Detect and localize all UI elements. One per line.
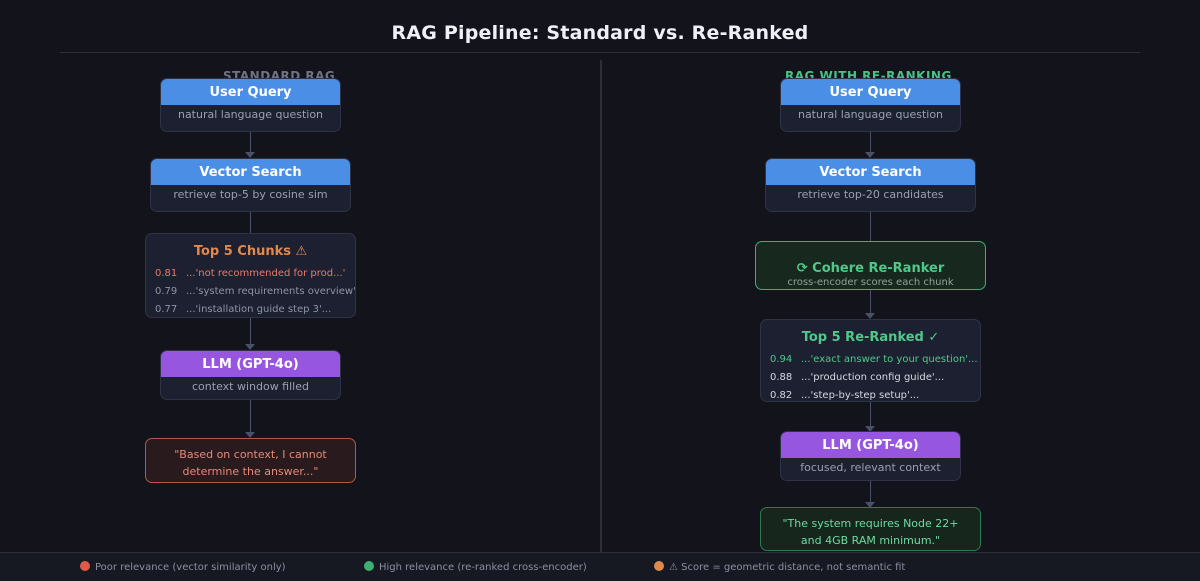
chunk-score: 0.81 <box>155 268 178 279</box>
chunk-text: ...'system requirements overview'... <box>186 286 355 297</box>
legend-label: Poor relevance (vector similarity only) <box>95 562 286 573</box>
legend-item-poor: Poor relevance (vector similarity only) <box>80 561 286 573</box>
standard-user-query-node: User Query natural language question <box>160 78 341 132</box>
reranked-user-query-node: User Query natural language question <box>780 78 961 132</box>
standard-vector-search-node: Vector Search retrieve top-5 by cosine s… <box>150 158 351 212</box>
reranked-answer-line1: "The system requires Node 22+ <box>782 517 959 530</box>
standard-user-query-sub: natural language question <box>177 108 324 121</box>
reranker-sub: cross-encoder scores each chunk <box>787 277 954 288</box>
reranked-user-query-sub: natural language question <box>797 108 944 121</box>
chunk-row: 0.94 ...'exact answer to your question'..… <box>761 351 980 369</box>
legend-bar: Poor relevance (vector similarity only) … <box>0 552 1200 581</box>
chunk-score: 0.94 <box>770 354 793 365</box>
connector <box>250 132 251 152</box>
chunk-text: ...'exact answer to your question'... <box>801 354 978 365</box>
standard-llm-title: LLM (GPT-4o) <box>161 351 340 377</box>
reranked-vector-search-title: Vector Search <box>766 159 975 185</box>
legend-label: ⚠ Score = geometric distance, not semant… <box>669 562 906 573</box>
reranker-title: ⟳ Cohere Re-Ranker <box>796 261 945 276</box>
standard-user-query-title: User Query <box>161 79 340 105</box>
standard-top-chunks-panel: Top 5 Chunks ⚠ 0.81 ...'not recommended f… <box>145 233 356 318</box>
reranked-llm-sub: focused, relevant context <box>800 461 941 474</box>
arrow-down-icon <box>865 426 875 432</box>
connector <box>250 400 251 432</box>
arrow-down-icon <box>245 152 255 158</box>
reranked-chunks-title: Top 5 Re-Ranked ✓ <box>801 330 940 345</box>
legend-item-high: High relevance (re-ranked cross-encoder) <box>364 561 587 573</box>
standard-llm-node: LLM (GPT-4o) context window filled <box>160 350 341 400</box>
standard-chunks-title: Top 5 Chunks ⚠ <box>193 244 308 259</box>
chunk-text: ...'installation guide step 3'... <box>186 304 332 315</box>
connector <box>870 212 871 242</box>
chunk-text: ...'production config guide'... <box>801 372 945 383</box>
chunk-score: 0.88 <box>770 372 793 383</box>
green-dot-icon <box>364 561 374 571</box>
reranked-vector-search-node: Vector Search retrieve top-20 candidates <box>765 158 976 212</box>
arrow-down-icon <box>865 313 875 319</box>
connector <box>250 212 251 234</box>
standard-answer-line1: "Based on context, I cannot <box>174 448 327 461</box>
chunk-text: ...'not recommended for prod...' <box>186 268 346 279</box>
orange-dot-icon <box>654 561 664 571</box>
title-divider <box>60 52 1140 53</box>
chunk-score: 0.82 <box>770 390 793 401</box>
connector <box>870 132 871 152</box>
connector <box>250 318 251 344</box>
legend-label: High relevance (re-ranked cross-encoder) <box>379 562 587 573</box>
chunk-score: 0.77 <box>155 304 178 315</box>
connector <box>870 402 871 426</box>
cohere-reranker-node: ⟳ Cohere Re-Ranker cross-encoder scores … <box>755 241 986 290</box>
red-dot-icon <box>80 561 90 571</box>
standard-vector-search-title: Vector Search <box>151 159 350 185</box>
chunk-score: 0.79 <box>155 286 178 297</box>
standard-answer-box: "Based on context, I cannot determine th… <box>145 438 356 483</box>
chunk-row: 0.81 ...'not recommended for prod...' <box>146 265 355 283</box>
standard-llm-sub: context window filled <box>192 380 309 393</box>
connector <box>870 290 871 314</box>
reranked-user-query-title: User Query <box>781 79 960 105</box>
arrow-down-icon <box>865 152 875 158</box>
reranked-top-chunks-panel: Top 5 Re-Ranked ✓ 0.94 ...'exact answer t… <box>760 319 981 402</box>
chunk-row: 0.79 ...'system requirements overview'... <box>146 283 355 301</box>
connector <box>870 481 871 503</box>
arrow-down-icon <box>865 502 875 508</box>
chunk-row: 0.82 ...'step-by-step setup'... <box>761 387 980 401</box>
column-divider <box>600 60 602 552</box>
reranked-llm-title: LLM (GPT-4o) <box>781 432 960 458</box>
standard-answer-line2: determine the answer..." <box>182 465 319 478</box>
chunk-text: ...'step-by-step setup'... <box>801 390 920 401</box>
arrow-down-icon <box>245 344 255 350</box>
chunk-row: 0.77 ...'installation guide step 3'... <box>146 301 355 317</box>
legend-item-score-note: ⚠ Score = geometric distance, not semant… <box>654 561 905 573</box>
reranked-vector-search-sub: retrieve top-20 candidates <box>797 188 944 201</box>
reranked-answer-line2: and 4GB RAM minimum." <box>800 534 941 547</box>
reranked-answer-box: "The system requires Node 22+ and 4GB RA… <box>760 507 981 551</box>
standard-vector-search-sub: retrieve top-5 by cosine sim <box>173 188 328 201</box>
page-title: RAG Pipeline: Standard vs. Re-Ranked <box>391 22 809 44</box>
arrow-down-icon <box>245 432 255 438</box>
chunk-row: 0.88 ...'production config guide'... <box>761 369 980 387</box>
reranked-llm-node: LLM (GPT-4o) focused, relevant context <box>780 431 961 481</box>
